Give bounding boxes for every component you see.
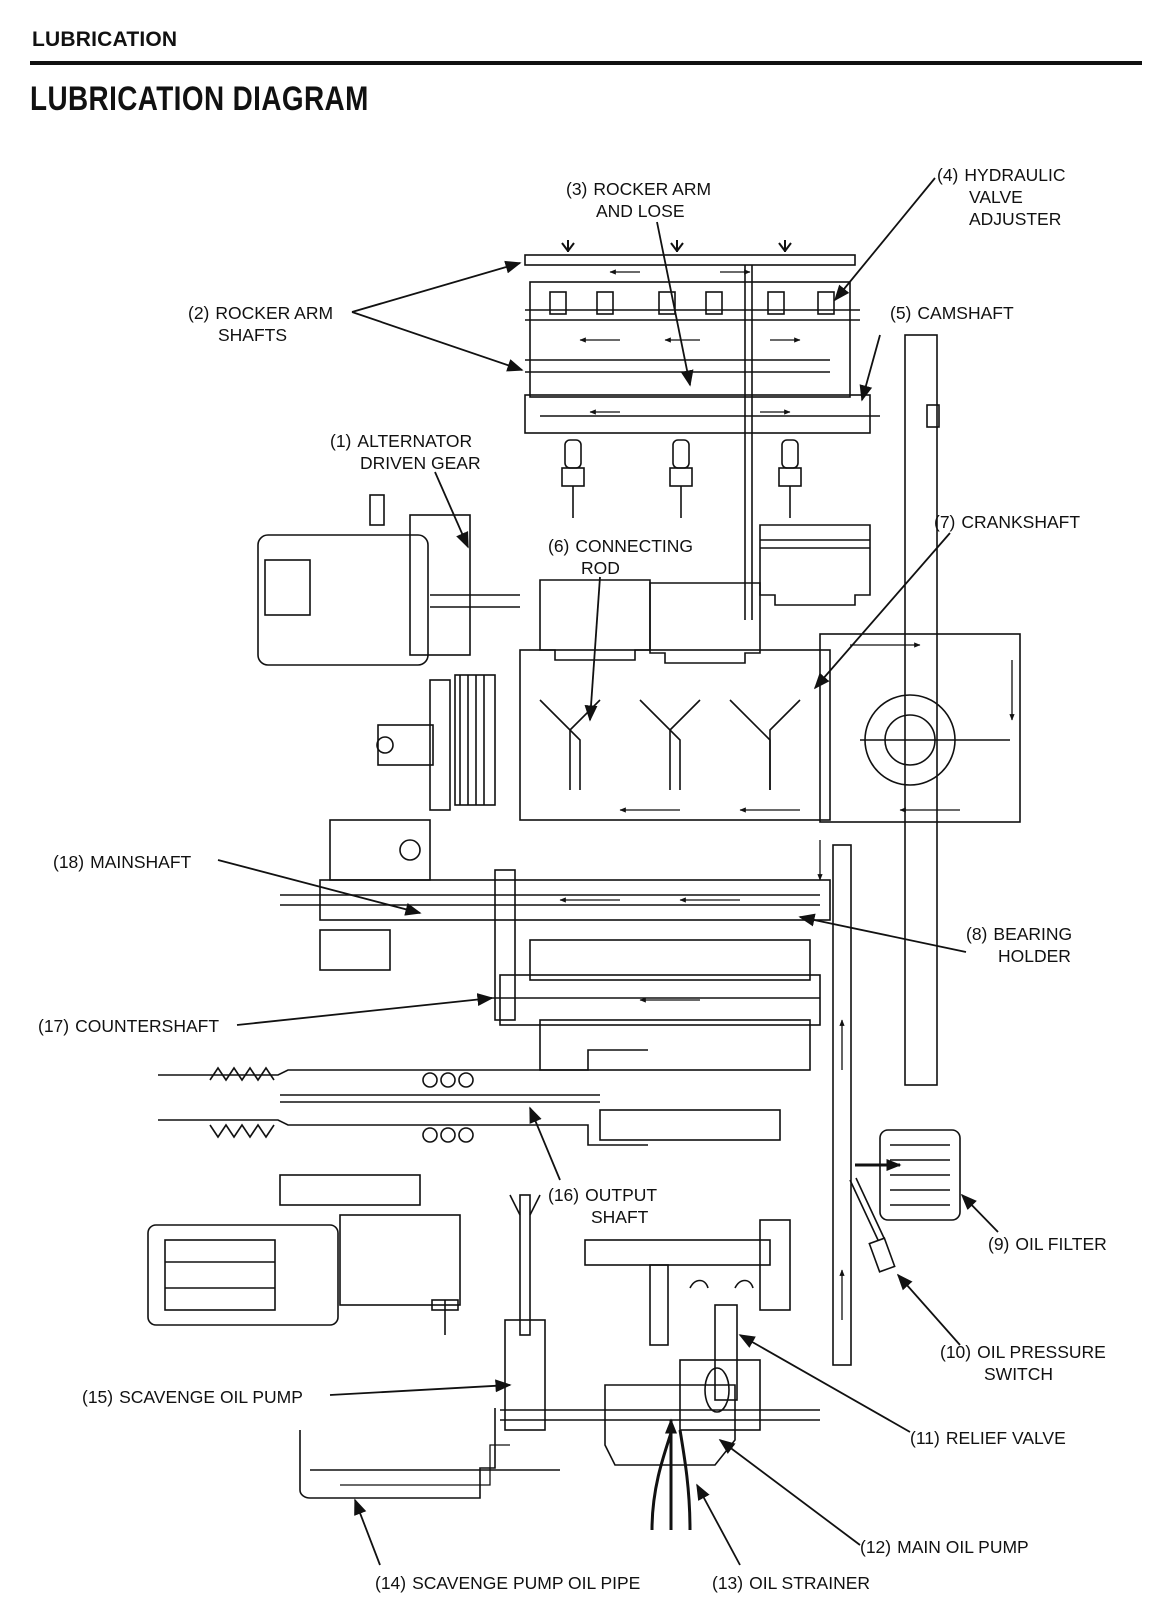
section-title: LUBRICATION: [32, 28, 178, 51]
label-camshaft: (5)CAMSHAFT: [890, 303, 1014, 323]
label-oil-strainer: (13)OIL STRAINER: [712, 1573, 871, 1593]
label-oil-pressure-switch: (10)OIL PRESSURE SWITCH: [940, 1342, 1106, 1384]
label-scavenge-pump-oil-pipe: (14)SCAVENGE PUMP OIL PIPE: [375, 1573, 641, 1593]
oil-spray-top: [561, 240, 792, 252]
spark-plugs: [561, 439, 802, 518]
output-shaft: [158, 1049, 781, 1146]
pump-drive-shaft: [584, 1219, 791, 1401]
label-scavenge-oil-pump: (15)SCAVENGE OIL PUMP: [82, 1387, 303, 1407]
label-mainshaft: (18)MAINSHAFT: [53, 852, 192, 872]
starter-motor: [147, 1174, 461, 1335]
page-title: LUBRICATION DIAGRAM: [30, 80, 369, 118]
label-hydraulic-valve-adjuster: (4)HYDRAULIC VALVE ADJUSTER: [937, 165, 1066, 229]
alternator: [257, 494, 520, 666]
valve-adjusters: [549, 291, 835, 315]
label-relief-valve: (11)RELIEF VALVE: [910, 1428, 1066, 1448]
clutch: [376, 674, 496, 811]
label-bearing-holder: (8)BEARING HOLDER: [966, 924, 1073, 966]
leader-lines: [217, 177, 999, 1566]
cylinder-head: [524, 240, 880, 620]
label-main-oil-pump: (12)MAIN OIL PUMP: [860, 1537, 1029, 1557]
label-rocker-arm-and-lose: (3)ROCKER ARM AND LOSE: [566, 179, 712, 221]
strainer-flow: [650, 1418, 692, 1531]
oil-pan: [299, 1408, 560, 1499]
label-crankshaft: (7)CRANKSHAFT: [934, 512, 1081, 532]
label-oil-filter: (9)OIL FILTER: [988, 1234, 1107, 1254]
label-output-shaft: (16)OUTPUT SHAFT: [548, 1185, 658, 1227]
scavenge-pump: [504, 1194, 546, 1431]
cam-chain: [904, 334, 938, 1086]
label-countershaft: (17)COUNTERSHAFT: [38, 1016, 220, 1036]
crankcase: [519, 633, 1021, 823]
oil-gallery: [832, 844, 852, 1366]
label-connecting-rod: (6)CONNECTING ROD: [548, 536, 694, 578]
main-oil-pump: [500, 1359, 820, 1466]
oil-pressure-switch: [849, 1177, 896, 1273]
transmission: [280, 819, 831, 1071]
label-rocker-arm-shafts: (2)ROCKER ARM SHAFTS: [188, 303, 334, 345]
label-alternator-driven-gear: (1)ALTERNATOR DRIVEN GEAR: [330, 431, 481, 473]
oil-filter: [855, 1129, 961, 1221]
header-rule: [30, 61, 1142, 65]
